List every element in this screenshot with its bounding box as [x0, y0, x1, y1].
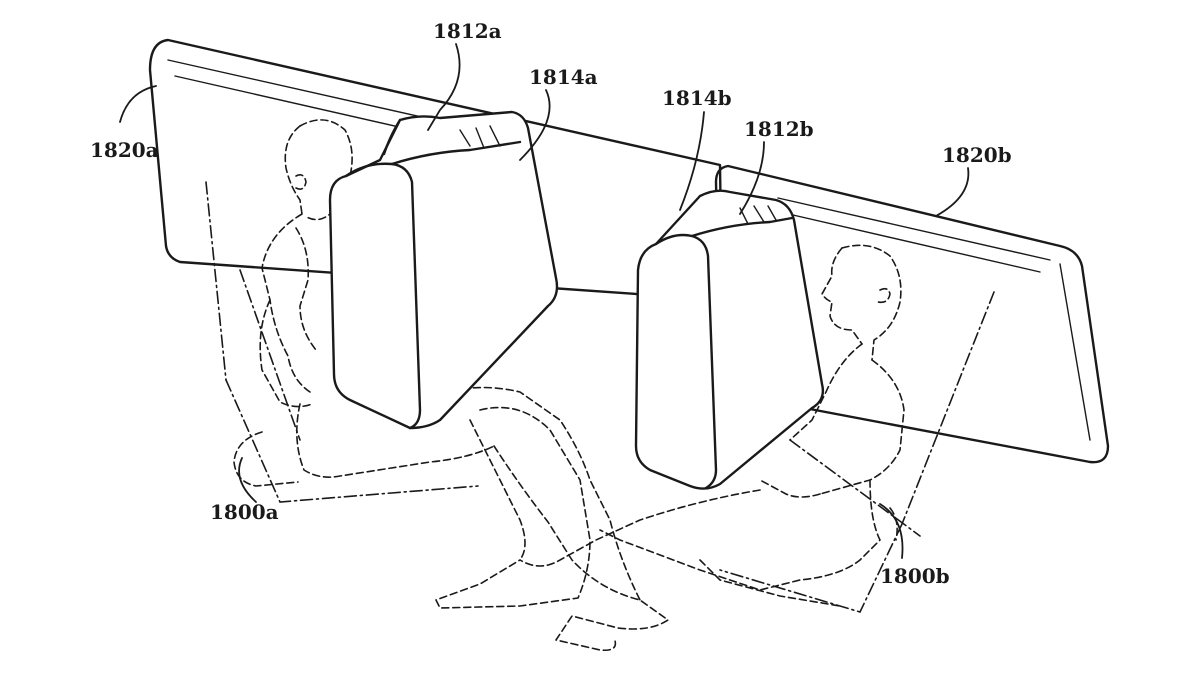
airbag-cushion-1812a [328, 110, 559, 430]
airbag-cushion-1812b [634, 189, 825, 490]
label-1800b: 1800b [880, 564, 950, 588]
label-1800a: 1800a [210, 500, 279, 524]
label-1814a: 1814a [529, 65, 598, 89]
label-1820b: 1820b [942, 143, 1012, 167]
label-1820a: 1820a [90, 138, 159, 162]
leader-lines [119, 43, 970, 559]
display-panel-1820b [714, 164, 1110, 464]
label-1814b: 1814b [662, 86, 732, 110]
label-1812b: 1812b [744, 117, 814, 141]
occupant-1800b [519, 244, 995, 613]
label-1812a: 1812a [433, 19, 502, 43]
reference-labels: 1812a 1814a 1820a 1814b 1812b 1820b 1800… [90, 19, 1012, 588]
